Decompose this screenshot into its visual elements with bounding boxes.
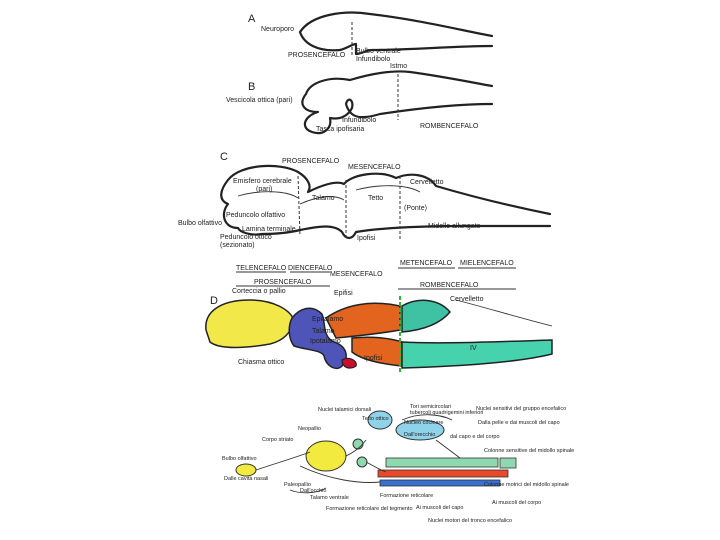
panel-e-label-dal-capo: dal capo e del corpo <box>450 434 500 440</box>
panel-d-hypophysis <box>342 358 356 368</box>
panel-d-label-epifisi: Epifisi <box>334 290 353 297</box>
panel-c-label-emisfero: Emisfero cerebrale <box>233 178 292 185</box>
panel-e-label-formazione-tegmento: Formazione reticolare del tegmento <box>326 506 413 512</box>
panel-b-letter: B <box>248 81 255 93</box>
panel-a: A Neuroporo PROSENCEFALO Bulbo ventrale … <box>248 13 492 63</box>
panel-d-label-diencefalo: DIENCEFALO <box>288 265 333 272</box>
panel-c-label-talamo: Talamo <box>312 195 335 202</box>
panel-b-label-rombencefalo: ROMBENCEFALO <box>420 123 479 130</box>
panel-c-letter: C <box>220 151 228 163</box>
panel-e-label-nuclei-motori: Nuclei motori del tronco encefalico <box>428 518 512 524</box>
panel-d-label-epitalamo: Epitalamo <box>312 316 343 323</box>
panel-e-label-bulbo-olfattivo: Bulbo olfattivo <box>222 456 257 462</box>
panel-d-label-telencefalo: TELENCEFALO <box>236 265 287 272</box>
panel-d-label-ipotalamo: Ipotalamo <box>310 338 341 345</box>
panel-e-thalamus-nucleus-1 <box>353 439 363 449</box>
panel-e-olfactory-bulb <box>236 464 256 476</box>
panel-c-label-ponte: (Ponte) <box>404 205 427 212</box>
panel-d-letter: D <box>210 295 218 307</box>
panel-e: Nuclei talamici dorsali Tori semicircola… <box>222 404 574 524</box>
panel-c-label-bulbo-olfattivo: Bulbo olfattivo <box>178 220 222 227</box>
panel-e-label-cavita-nasali: Dalle cavità nasali <box>224 476 268 482</box>
panel-d-label-metencefalo: METENCEFALO <box>400 260 453 267</box>
panel-a-label-prosencefalo: PROSENCEFALO <box>288 52 346 59</box>
panel-c-label-ipofisi: Ipofisi <box>357 235 376 242</box>
panel-e-label-dall-occhio: Dall'occhio <box>300 488 326 494</box>
panel-e-spinal-sensory <box>500 458 516 468</box>
panel-d-label-cervelletto: Cervelletto <box>450 296 484 303</box>
panel-e-label-nuclei-talamici: Nuclei talamici dorsali <box>318 407 371 413</box>
panel-b-label-infundibolo: Infundibolo <box>342 117 376 124</box>
panel-a-letter: A <box>248 13 256 25</box>
panel-e-label-tetto-ottico: Tetto ottico <box>362 416 389 422</box>
panel-b-label-tasca-ipofisaria: Tasca ipofisaria <box>316 126 364 133</box>
panel-c: C PROSENCEFALO MESENCEFALO Emisfero cere… <box>178 151 550 249</box>
panel-c-label-sezionato: (sezionato) <box>220 242 255 249</box>
panel-e-label-formazione-reticolare: Formazione reticolare <box>380 493 433 499</box>
panel-b-label-vescicola-ottica: Vescicola ottica (pari) <box>226 97 293 104</box>
panel-d-label-prosencefalo: PROSENCEFALO <box>254 279 312 286</box>
panel-e-label-nuclei-sensitivi: Nuclei sensitivi del gruppo encefalico <box>476 406 566 412</box>
panel-e-label-ai-muscoli-corpo: Ai muscoli del corpo <box>492 500 541 506</box>
panel-c-label-mesencefalo: MESENCEFALO <box>348 164 401 171</box>
panel-c-label-cervelletto: Cervelletto <box>410 179 444 186</box>
panel-e-motor-columns <box>380 480 500 486</box>
panel-b-label-istmo: Istmo <box>390 63 407 70</box>
panel-d-label-ipofisi: Ipofisi <box>364 355 383 362</box>
panel-d-label-rombencefalo: ROMBENCEFALO <box>420 282 479 289</box>
panel-d-label-corteccia: Corteccia o pallio <box>232 288 286 295</box>
panel-a-label-bulbo-ventrale: Bulbo ventrale <box>356 48 401 55</box>
panel-e-label-ai-muscoli-capo: Ai muscoli del capo <box>416 505 463 511</box>
panel-c-label-peduncolo-olfattivo: Peduncolo olfattivo <box>226 212 285 219</box>
panel-e-label-dall-orecchio: Dall'orecchio <box>404 432 435 438</box>
panel-c-label-midollo-allungato: Midollo allungato <box>428 223 481 230</box>
panel-e-label-colonne-sensitive: Colonne sensitive del midollo spinale <box>484 448 574 454</box>
panel-e-thalamus-nucleus-2 <box>357 457 367 467</box>
panel-d-label-mesencefalo: MESENCEFALO <box>330 271 383 278</box>
panel-c-label-lamina-terminale: Lamina terminale <box>242 226 296 233</box>
panel-a-label-infundibolo: Infundibolo <box>356 56 390 63</box>
panel-e-label-nucleo-cocleare: Nucleo cocleare <box>404 420 443 426</box>
panel-d-myelencephalon <box>402 340 552 368</box>
panel-c-label-pari: (pari) <box>256 186 272 193</box>
panel-c-divider-1 <box>298 176 300 236</box>
panel-c-label-prosencefalo: PROSENCEFALO <box>282 158 340 165</box>
panel-e-label-talamo-ventrale: Talamo ventrale <box>310 495 349 501</box>
panel-c-label-tetto: Tetto <box>368 195 383 202</box>
panel-e-label-tubercoli: tubercoli quadrigemini inferiori <box>410 410 483 416</box>
panel-e-sensory-columns <box>386 458 498 467</box>
panel-e-reticular-formation <box>378 470 508 477</box>
panel-a-label-neuroporo: Neuroporo <box>261 26 294 33</box>
panel-d-roof-line <box>456 300 552 326</box>
panel-e-label-corpo-striato: Corpo striato <box>262 437 294 443</box>
panel-b: B Istmo Vescicola ottica (pari) Infundib… <box>226 63 492 133</box>
panel-e-label-neopallio: Neopallio <box>298 426 321 432</box>
panel-d-label-region-mark: IV <box>470 345 477 352</box>
panel-e-corpus-striatum <box>306 441 346 471</box>
panel-d-telencephalon <box>206 300 294 348</box>
panel-d-label-chiasma: Chiasma ottico <box>238 359 284 366</box>
panel-d-label-talamo: Talamo <box>312 328 335 335</box>
panel-e-label-dalla-pelle: Dalla pelle e dai muscoli del capo <box>478 420 560 426</box>
panel-c-label-peduncolo-ottico: Peduncolo ottico <box>220 234 272 241</box>
panel-d-metencephalon <box>402 300 450 332</box>
panel-d: TELENCEFALO DIENCEFALO MESENCEFALO METEN… <box>206 260 552 372</box>
panel-e-label-colonne-motrici: Colonne motrici del midollo spinale <box>484 482 569 488</box>
panel-d-label-mielencefalo: MIELENCEFALO <box>460 260 514 267</box>
